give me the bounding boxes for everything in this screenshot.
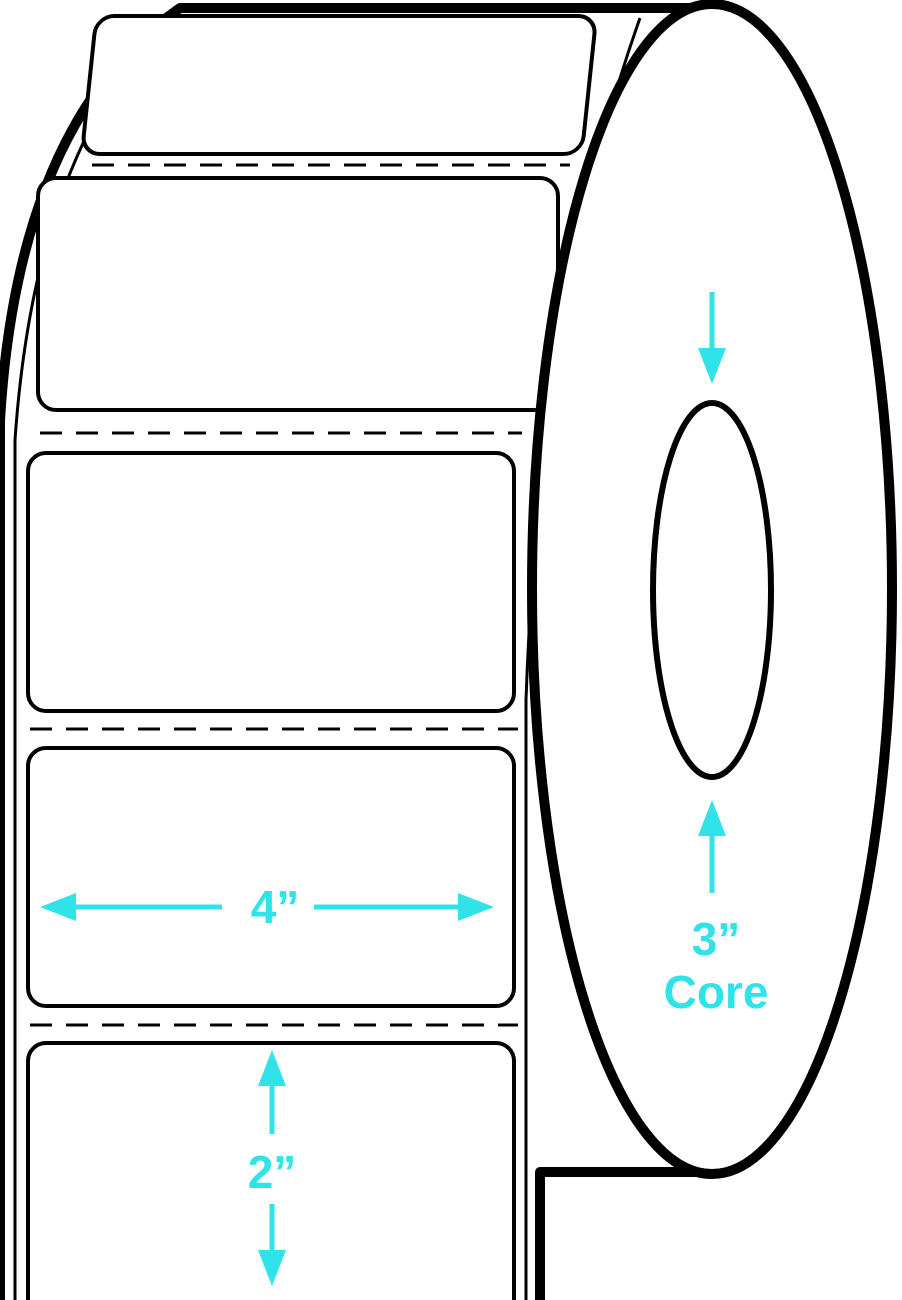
arrow-up-icon xyxy=(258,1050,286,1086)
height-dimension: 2” xyxy=(248,1050,297,1286)
core-word-label: Core xyxy=(664,966,769,1018)
label-1 xyxy=(81,14,597,156)
arrow-left-icon xyxy=(40,893,76,921)
height-label: 2” xyxy=(248,1146,297,1198)
width-label: 4” xyxy=(251,881,300,933)
label-4 xyxy=(26,746,516,1008)
width-dimension: 4” xyxy=(40,881,494,933)
core-hole xyxy=(650,400,774,780)
arrow-down-icon xyxy=(258,1250,286,1286)
label-5 xyxy=(26,1041,516,1300)
core-size-label: 3” xyxy=(692,913,741,965)
arrow-right-icon xyxy=(458,893,494,921)
arrow-down-icon xyxy=(698,348,726,384)
core-dimension: 3” Core xyxy=(664,292,769,1018)
label-3 xyxy=(26,451,516,713)
label-2 xyxy=(36,176,560,412)
arrow-up-icon xyxy=(698,800,726,836)
